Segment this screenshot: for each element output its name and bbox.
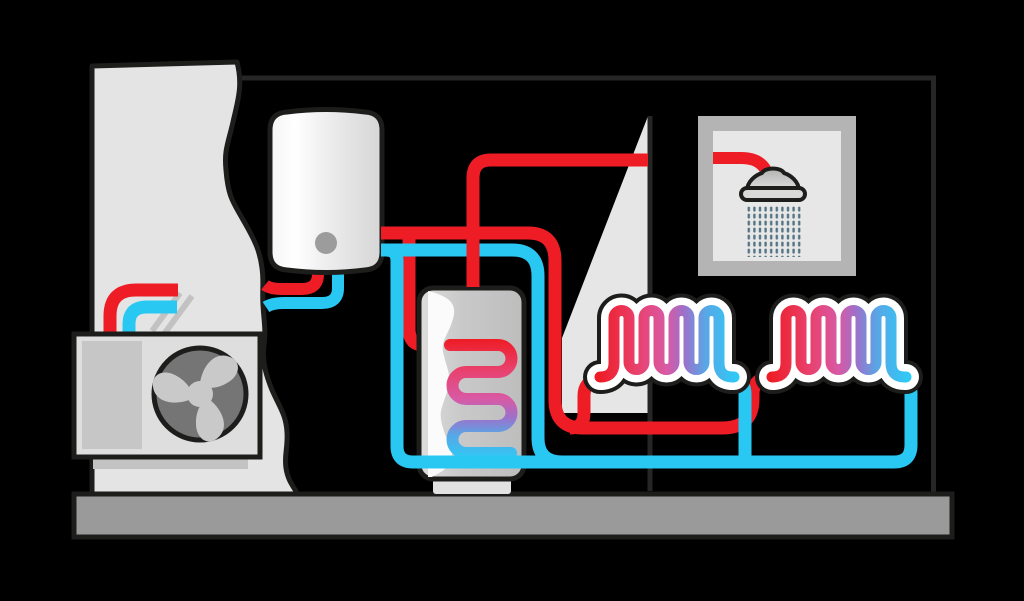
tank-coil [444, 339, 518, 459]
shower-water [746, 206, 803, 257]
radiator-1-coil [594, 305, 740, 383]
boiler-cold-stub [262, 262, 344, 313]
heat-pump-hot-line [103, 283, 178, 334]
boiler [267, 107, 385, 275]
shower-head-dome [745, 166, 801, 193]
radiator-1 [583, 293, 751, 394]
boiler-indicator [315, 232, 337, 254]
heat-pump-cold-line [122, 300, 177, 334]
radiator-2-coil [766, 305, 912, 383]
heat-pump-panel [82, 341, 142, 449]
conduit-line [161, 294, 195, 336]
radiator-2 [755, 293, 923, 394]
fan-blade [152, 372, 192, 403]
shower-enclosure [698, 116, 856, 276]
hot-pipe-shower-line [466, 153, 648, 287]
tank-plinth [433, 479, 511, 494]
fan-blades [152, 355, 238, 442]
shower-head-bar [739, 186, 807, 202]
heat-pump-shadow [93, 458, 248, 469]
floor [71, 491, 955, 540]
tank-highlight [428, 291, 455, 477]
boiler-hot-stub [261, 262, 324, 295]
fan-blade [200, 355, 238, 388]
fan-hub [187, 381, 213, 407]
fan-blade [196, 399, 224, 442]
hot-pipe-supply-main [381, 226, 777, 435]
